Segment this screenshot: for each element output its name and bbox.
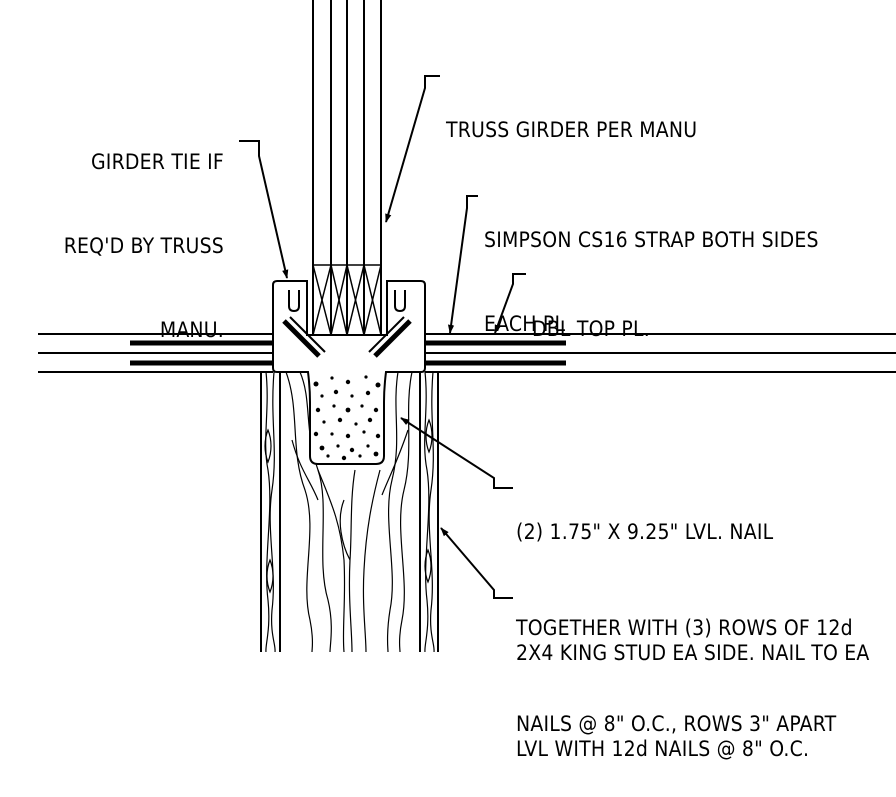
girder-tie-hanger: [272, 280, 426, 465]
wood-grain: [264, 371, 435, 652]
note-line: DBL TOP PL.: [532, 317, 650, 341]
note-line: MANU.: [159, 318, 224, 342]
note-line: 2X4 KING STUD EA SIDE. NAIL TO EA: [516, 641, 870, 665]
note-line: TRUSS GIRDER PER MANU: [446, 118, 698, 142]
dbl-top-plate-note: DBL TOP PL.: [532, 259, 650, 371]
cs16-straps: [130, 340, 566, 366]
note-line: GIRDER TIE IF: [90, 150, 224, 174]
truss-girder-plies: [312, 0, 382, 335]
note-line: REQ'D BY TRUSS: [63, 234, 224, 258]
double-top-plate: [38, 333, 896, 373]
note-line: (2) 1.75" X 9.25" LVL. NAIL: [516, 520, 774, 544]
framing-detail-drawing: [38, 0, 896, 652]
truss-cross-bracing: [312, 264, 382, 336]
truss-girder-note: TRUSS GIRDER PER MANU: [446, 60, 697, 172]
simpson-strap-note: SIMPSON CS16 STRAP BOTH SIDES EACH PL: [484, 170, 819, 366]
note-line: SIMPSON CS16 STRAP BOTH SIDES: [484, 228, 819, 252]
stud-outlines: [260, 372, 439, 652]
note-line: EACH PL: [484, 312, 566, 336]
note-line: TOGETHER WITH (3) ROWS OF 12d: [516, 616, 853, 640]
leader-lines: [239, 75, 526, 599]
king-stud-note: 2X4 KING STUD EA SIDE. NAIL TO EA LVL WI…: [516, 573, 870, 797]
girder-tie-note: GIRDER TIE IF REQ'D BY TRUSS MANU.: [64, 92, 224, 372]
note-line: LVL WITH 12d NAILS @ 8" O.C.: [516, 737, 810, 761]
